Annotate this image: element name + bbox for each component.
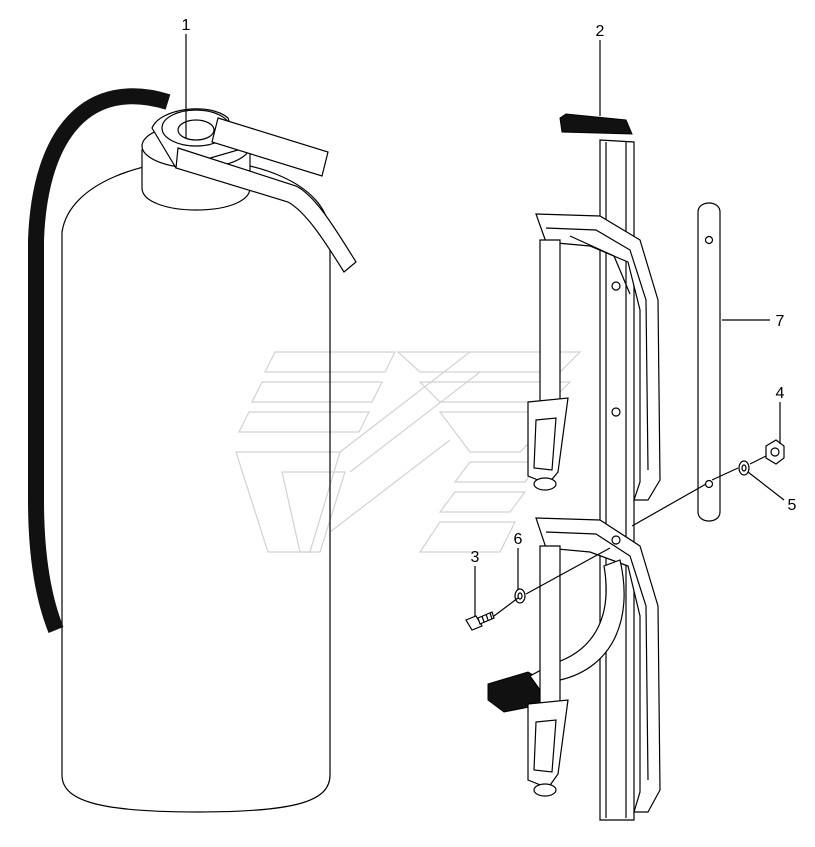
callout-7: 7 xyxy=(776,313,785,330)
washer-right xyxy=(738,460,750,476)
callout-2: 2 xyxy=(596,23,605,40)
callout-5: 5 xyxy=(788,497,797,514)
callout-1: 1 xyxy=(182,17,191,34)
fire-extinguisher xyxy=(28,88,357,813)
leader-lines xyxy=(185,34,785,616)
callout-labels: 1 2 3 4 5 6 7 xyxy=(182,17,797,566)
wall-bracket xyxy=(487,113,661,821)
callout-3: 3 xyxy=(471,549,480,566)
washer-left xyxy=(514,588,526,604)
assembly-lines xyxy=(493,455,767,617)
callout-6: 6 xyxy=(514,531,523,548)
mounting-plate xyxy=(697,202,721,522)
callout-4: 4 xyxy=(776,385,785,402)
nut-part xyxy=(765,439,785,465)
screw-part xyxy=(465,611,495,631)
